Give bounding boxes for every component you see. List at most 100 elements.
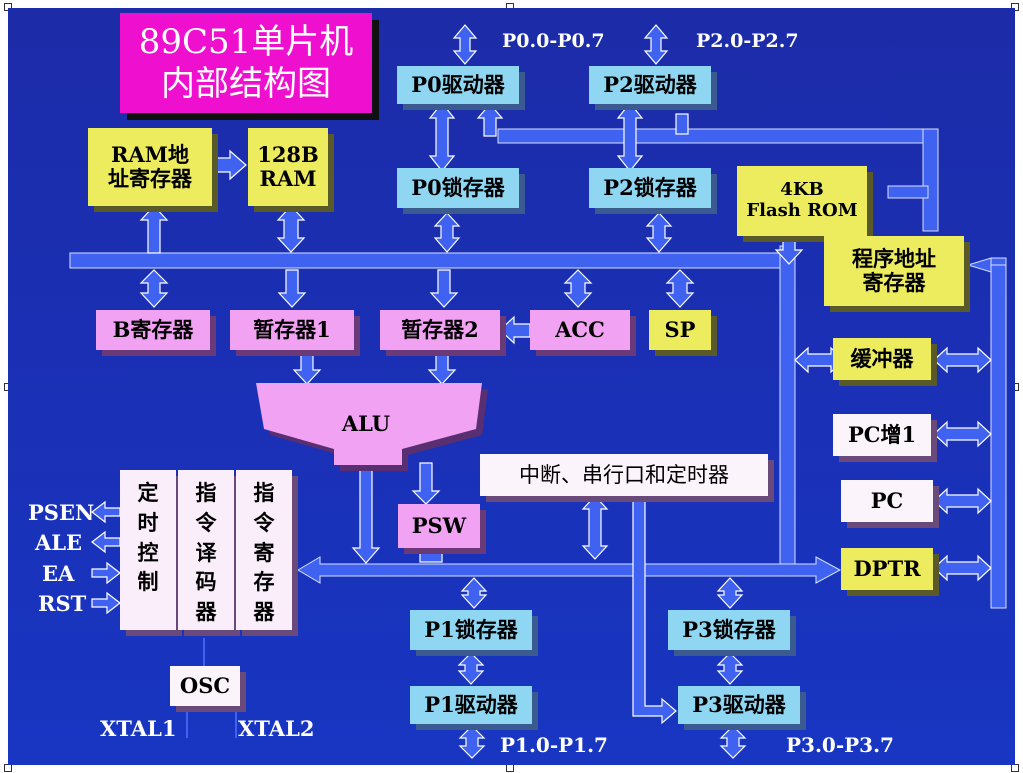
- flash-rom: 4KB Flash ROM: [737, 166, 867, 236]
- timing-char-2: 控: [137, 539, 159, 565]
- p3-pin-label: P3.0-P3.7: [786, 733, 894, 757]
- p0-latch: P0锁存器: [397, 168, 519, 208]
- timing-char-1: 时: [137, 509, 159, 535]
- p0-pin-label: P0.0-P0.7: [502, 30, 605, 52]
- int-p3-path: [632, 495, 677, 725]
- p3-latch-label: P3锁存器: [682, 616, 776, 642]
- selection-handle-tr[interactable]: [1011, 3, 1019, 11]
- p1-latch-label: P1锁存器: [424, 616, 518, 642]
- p1-driver: P1驱动器: [410, 686, 532, 724]
- ale-label: ALE: [35, 530, 83, 555]
- decoder-char-0: 指: [195, 480, 217, 505]
- timing-char-3: 制: [137, 569, 159, 595]
- diagram-title: 89C51单片机 内部结构图: [120, 13, 372, 113]
- pc-inc-label: PC增1: [847, 421, 917, 447]
- sp-bus-arrow: [665, 269, 695, 308]
- p1-pin-label: P1.0-P1.7: [500, 733, 608, 757]
- osc-block: OSC: [170, 666, 240, 706]
- ir-char-0: 指: [253, 480, 275, 505]
- osc-label: OSC: [179, 672, 231, 698]
- decoder-char-2: 译: [195, 539, 217, 565]
- selection-handle-bm[interactable]: [506, 764, 514, 772]
- acc-to-tmp2-arrow: [499, 315, 531, 345]
- prog-addr-line-2: 寄存器: [862, 270, 926, 295]
- tmp2-label: 暂存器2: [401, 316, 479, 342]
- pc-arrow: [933, 487, 992, 515]
- pc-bus-right: [990, 257, 1007, 609]
- ram-addr-line-1: RAM地: [111, 141, 189, 167]
- interrupt-label: 中断、串行口和定时器: [519, 462, 729, 487]
- p3-latch-drv-arrow: [716, 652, 744, 685]
- timing-control: 定时控制: [120, 470, 176, 630]
- p0-latch-bus-arrow: [433, 212, 461, 253]
- alu-shape: [256, 383, 488, 471]
- acc-label: ACC: [555, 316, 605, 342]
- alu-label: ALU: [341, 410, 391, 436]
- pcinc-arrow: [933, 420, 992, 448]
- p3-latch-bus-arrow: [716, 577, 744, 609]
- rst-label: RST: [38, 591, 87, 616]
- sp-register: SP: [649, 310, 711, 350]
- p0-driver-label: P0驱动器: [411, 71, 505, 97]
- p1-driver-label: P1驱动器: [424, 691, 518, 717]
- ram-line-1: 128B: [257, 141, 319, 167]
- psw-label: PSW: [411, 512, 467, 538]
- dptr-register: DPTR: [841, 548, 933, 590]
- p1-latch-bus-arrow: [460, 577, 488, 609]
- internal-bus-upper: [69, 252, 796, 269]
- pc-label: PC: [870, 487, 904, 513]
- p0-loop-arrow: [476, 103, 504, 137]
- buffer-label: 缓冲器: [850, 345, 914, 371]
- p2-driver: P2驱动器: [589, 66, 711, 104]
- pc-increment: PC增1: [833, 414, 931, 456]
- ir-char-1: 令: [253, 509, 275, 535]
- decoder-char-3: 码: [195, 569, 217, 595]
- temp-register-1: 暂存器1: [230, 310, 354, 350]
- addr-loop-vertical: [922, 128, 939, 232]
- instruction-register: 指令寄存器: [236, 470, 292, 630]
- p2-latch-label: P2锁存器: [603, 174, 697, 200]
- xtal2-label: XTAL2: [238, 716, 315, 741]
- ea-label: EA: [42, 561, 75, 586]
- selection-handle-bl[interactable]: [4, 764, 12, 772]
- p3-latch: P3锁存器: [668, 610, 790, 650]
- selection-handle-br[interactable]: [1011, 764, 1019, 772]
- interrupt-serial-timer: 中断、串行口和定时器: [480, 454, 768, 496]
- psen-arrow: [91, 500, 121, 524]
- p2-latch: P2锁存器: [589, 168, 711, 208]
- ram-addr-up-arrow: [139, 205, 169, 254]
- ram-address-register: RAM地 址寄存器: [88, 128, 212, 206]
- p3-pin-arrow: [719, 725, 747, 759]
- title-line-2: 内部结构图: [161, 64, 331, 104]
- b-register: B寄存器: [96, 310, 210, 350]
- p0-latch-label: P0锁存器: [411, 174, 505, 200]
- xtal1-label: XTAL1: [100, 716, 177, 741]
- ram-addr-line-2: 址寄存器: [108, 166, 192, 191]
- ir-char-4: 器: [253, 599, 275, 625]
- tmp1-to-alu-arrow: [292, 350, 322, 385]
- ram-line-2: RAM: [259, 166, 317, 191]
- p0-drv-latch-arrow: [428, 102, 456, 172]
- psw-register: PSW: [398, 504, 480, 548]
- tmp1-label: 暂存器1: [253, 316, 331, 342]
- p2-latch-bus-arrow: [645, 212, 673, 253]
- psw-bus-stub: [419, 547, 443, 563]
- b-reg-label: B寄存器: [112, 316, 194, 342]
- buffer: 缓冲器: [833, 338, 931, 380]
- sp-label: SP: [664, 316, 696, 342]
- decoder-char-1: 令: [195, 509, 217, 535]
- program-address-register: 程序地址 寄存器: [824, 236, 964, 306]
- p1-latch-drv-arrow: [457, 652, 485, 685]
- p1-pin-arrow: [458, 725, 486, 759]
- diagram-canvas: 89C51单片机 内部结构图 P0驱动器 P2驱动器 P0锁存器 P2锁存器 P…: [8, 8, 1015, 765]
- pc-register: PC: [841, 480, 933, 522]
- timing-char-0: 定: [137, 480, 159, 505]
- p3-driver: P3驱动器: [678, 686, 800, 724]
- p2-loop-stub: [675, 113, 689, 135]
- addr-loop-flash: [887, 185, 929, 199]
- b-reg-bus-arrow: [139, 269, 169, 308]
- acc-register: ACC: [530, 310, 630, 350]
- dptr-label: DPTR: [853, 555, 921, 581]
- ram-bus-arrow: [276, 205, 306, 253]
- alu-bus-arrow: [351, 462, 381, 564]
